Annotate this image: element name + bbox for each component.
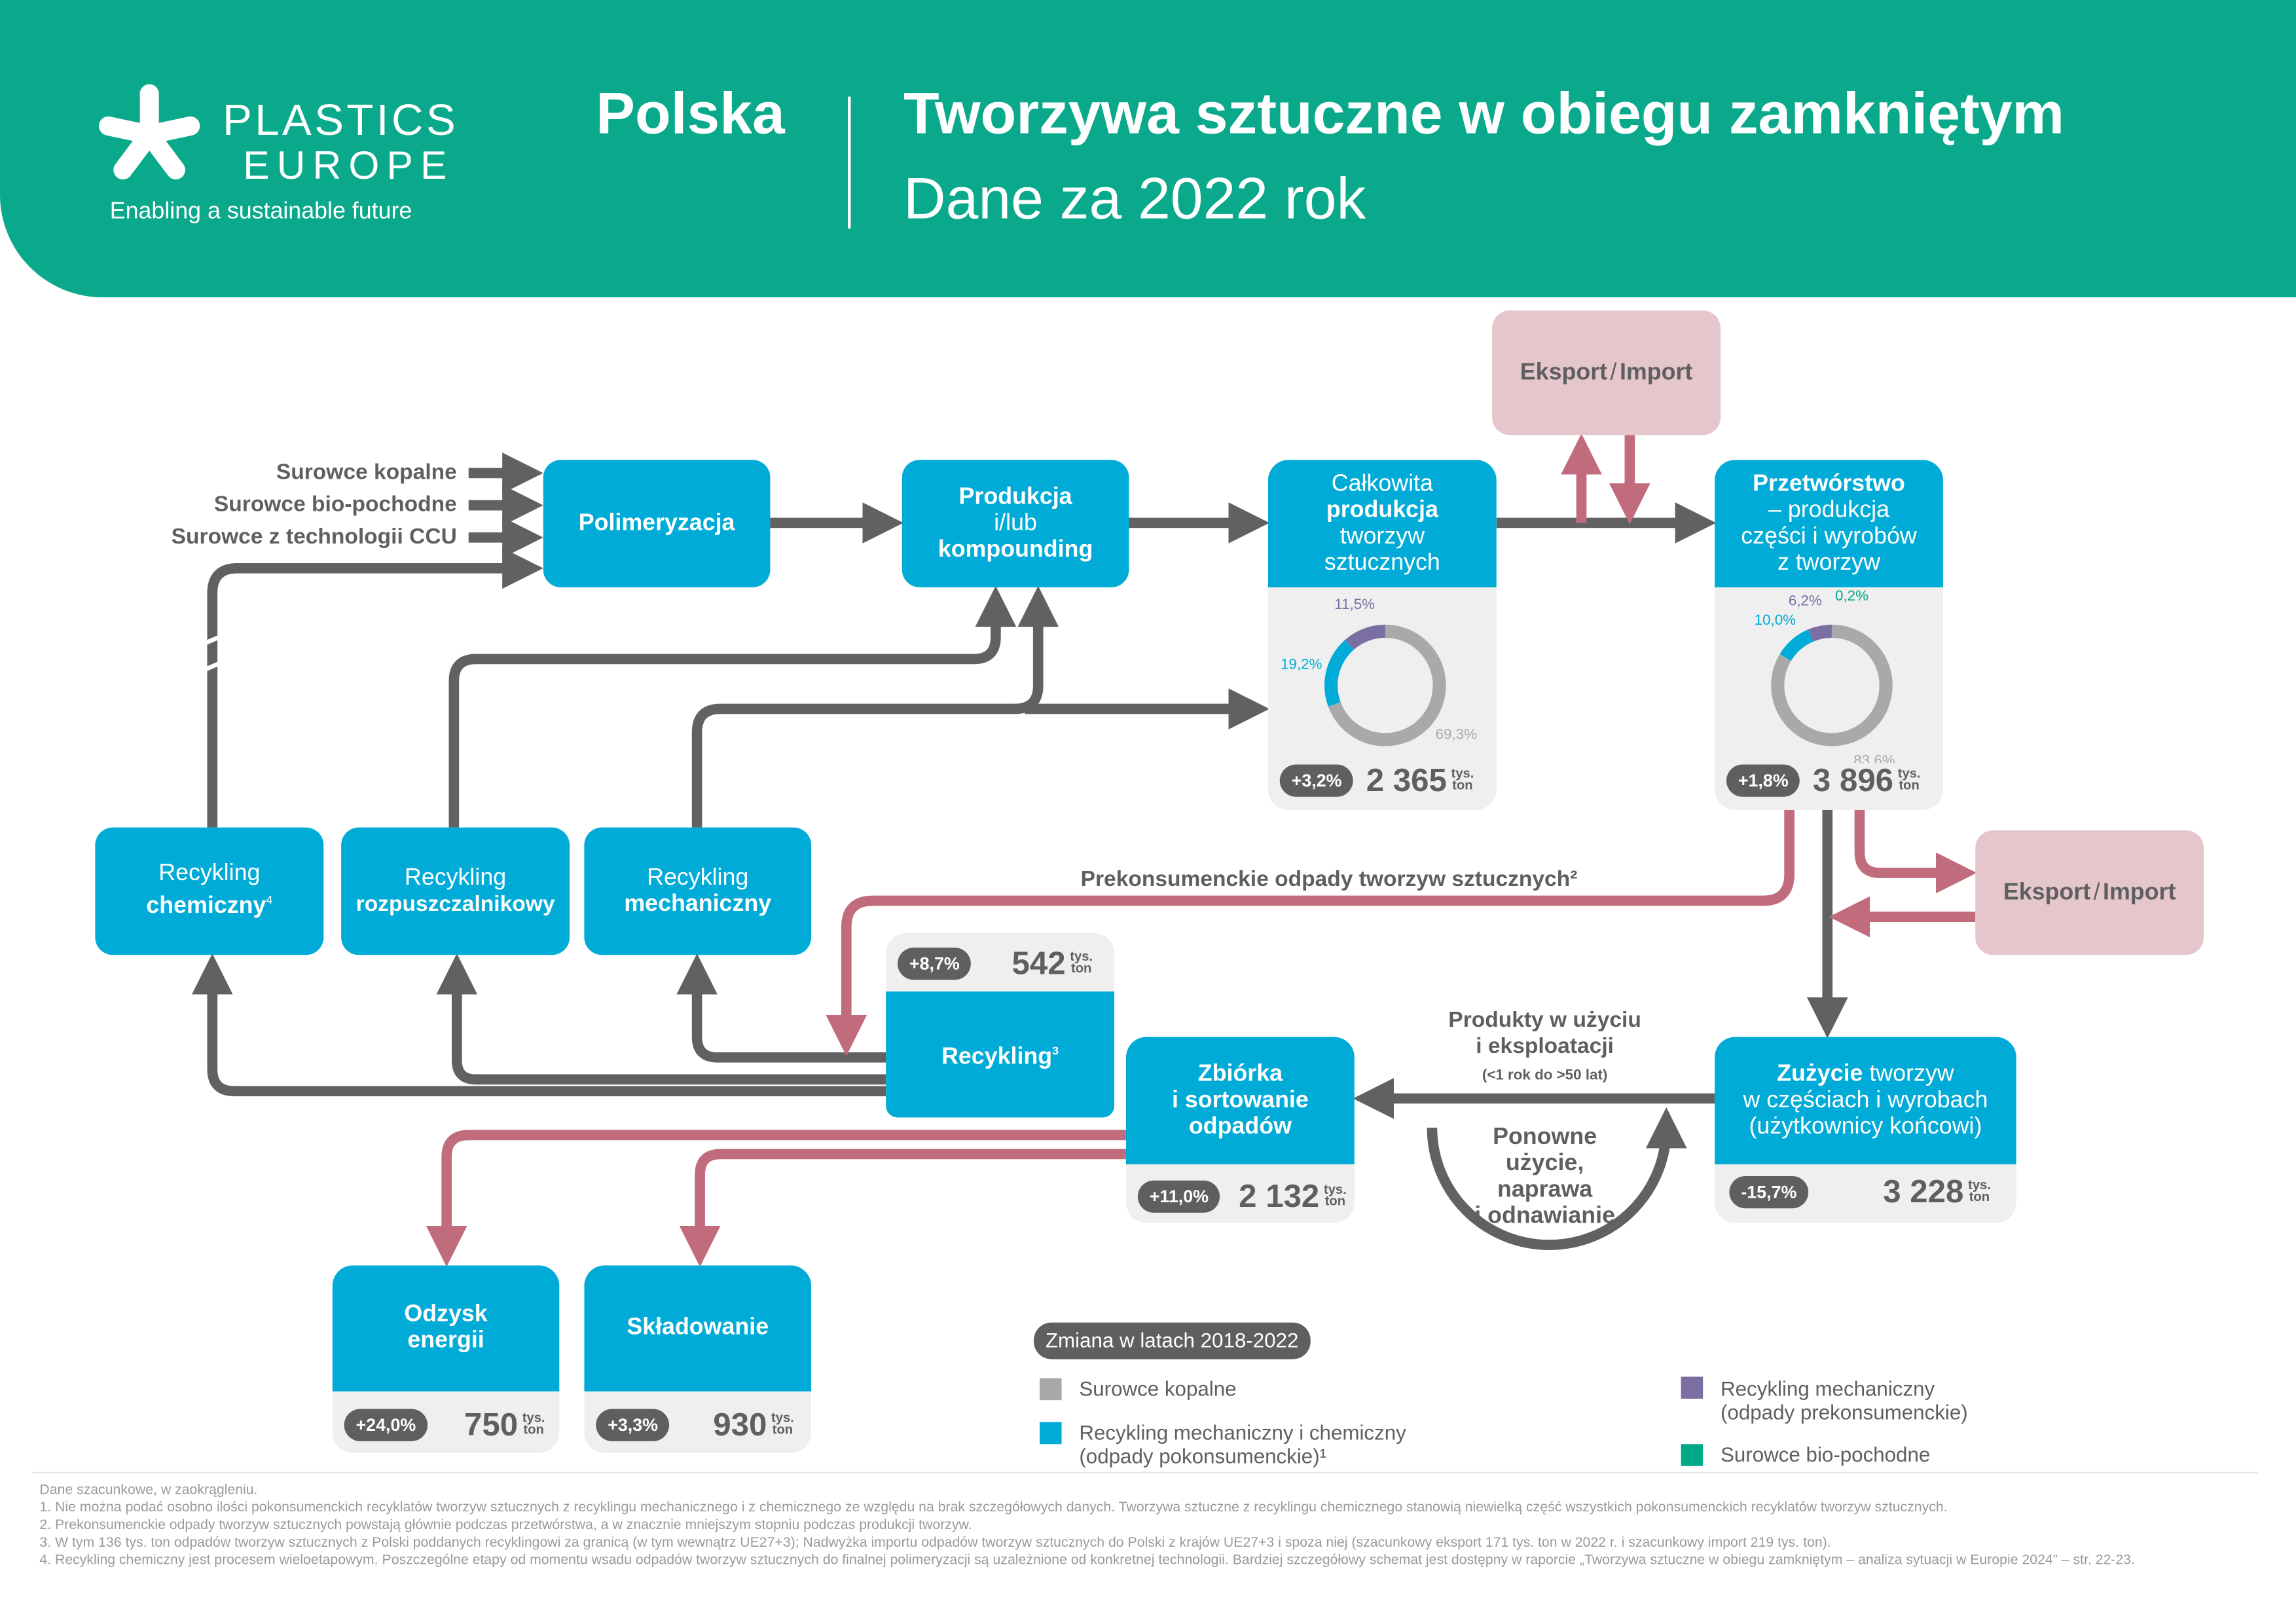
arrow-rozp-to-produkcja — [448, 585, 1017, 828]
country: Polska — [596, 82, 785, 147]
footnote-4: 4. Recykling chemiczny jest procesem wie… — [39, 1552, 2135, 1569]
plastics-europe-logo-icon — [98, 84, 200, 179]
footnote-intro: Dane szacunkowe, w zaokrągleniu. — [39, 1482, 258, 1499]
change-badge: +3,2% — [1279, 764, 1354, 797]
change-badge: +8,7% — [898, 948, 972, 980]
legend-label-bio: Surowce bio-pochodne — [1721, 1443, 1931, 1466]
input-surowce-kopalne: Surowce kopalne — [276, 460, 457, 485]
arrow-chem-to-polimer — [207, 547, 543, 828]
calkowita-l4: sztucznych — [1324, 549, 1440, 575]
legend-swatch-kopalne — [1039, 1378, 1062, 1401]
change-badge: +3,3% — [596, 1409, 670, 1441]
arrow-recykling-to-chem — [191, 953, 886, 1097]
produkcja-l3: kompounding — [938, 536, 1093, 562]
arrow-reuse-loop — [1427, 1122, 1672, 1250]
przetworstwo-l2: – produkcja — [1768, 497, 1890, 523]
donut-label: 69,3% — [1436, 726, 1478, 743]
produkcja-l1: Produkcja — [958, 484, 1072, 509]
donut-slice — [1324, 624, 1446, 747]
footnote-2: 2. Prekonsumenckie odpady tworzyw sztucz… — [39, 1517, 972, 1534]
przetworstwo-l1: Przetwórstwo — [1753, 471, 1905, 496]
footnotes: Dane szacunkowe, w zaokrągleniu. 1. Nie … — [39, 1482, 2257, 1570]
arrow-recykling-to-rozp — [436, 953, 886, 1085]
donut-label: 0,2% — [1835, 587, 1868, 604]
donut-slice — [1324, 624, 1446, 747]
legend-label-prekonsumenckie: Recykling mechaniczny(odpady prekonsumen… — [1721, 1376, 1968, 1424]
arrow-prekonsumenckie — [826, 809, 1795, 1056]
input-surowce-ccu: Surowce z technologii CCU — [171, 524, 457, 549]
donut-label: 6,2% — [1789, 592, 1822, 608]
przetworstwo-l4: z tworzyw — [1777, 549, 1881, 575]
footer-divider — [32, 1471, 2258, 1474]
footnote-3: 3. W tym 136 tys. ton odpadów tworzyw sz… — [39, 1534, 1831, 1551]
donut-label: 10,0% — [1755, 612, 1796, 628]
page-subtitle: Dane za 2022 rok — [903, 166, 1366, 232]
brand-line1: PLASTICS — [222, 96, 459, 145]
label-prekonsumenckie: Prekonsumenckie odpady tworzyw sztucznyc… — [1080, 867, 1578, 893]
legend-title: Zmiana w latach 2018-2022 — [1034, 1322, 1311, 1359]
calkowita-l2: produkcja — [1326, 497, 1438, 523]
change-badge: +1,8% — [1726, 764, 1800, 797]
calkowita-l3: tworzyw — [1339, 523, 1425, 549]
node-eksport-import-right: Eksport/Import — [1975, 830, 2204, 955]
legend-label-pokonsumenckie: Recykling mechaniczny i chemiczny(odpady… — [1079, 1420, 1406, 1468]
page-title: Tworzywa sztuczne w obiegu zamkniętym — [903, 82, 2065, 147]
node-polimeryzacja: Polimeryzacja — [543, 460, 771, 587]
arrow-export-right — [1854, 809, 1977, 894]
donut-przetworstwo: 83,6% 10,0% 6,2% 0,2% — [1755, 587, 1895, 763]
donut-label: 11,5% — [1334, 596, 1375, 612]
arrow-zbiorka-to-skladowanie — [679, 1149, 1126, 1267]
calkowita-l1: Całkowita — [1331, 471, 1433, 496]
donut-slice — [1771, 624, 1893, 747]
change-badge: -15,7% — [1729, 1175, 1809, 1209]
arrow-mech-to-produkcja — [691, 585, 1059, 828]
legend-swatch-pokonsumenckie — [1039, 1422, 1062, 1445]
footnote-1: 1. Nie można podać osobno ilości pokonsu… — [39, 1500, 1948, 1516]
change-badge: +11,0% — [1137, 1180, 1220, 1213]
przetworstwo-l3: części i wyrobów — [1741, 523, 1917, 549]
change-badge: +24,0% — [344, 1409, 428, 1441]
donut-label: 19,2% — [1281, 655, 1322, 672]
legend-swatch-prekonsumenckie — [1681, 1376, 1704, 1399]
produkcja-l2: i/lub — [994, 510, 1037, 536]
donut-label: 83,6% — [1853, 752, 1895, 763]
arrow-recykling-to-mech — [676, 953, 886, 1063]
legend-label-kopalne: Surowce kopalne — [1079, 1376, 1237, 1401]
brand-line2: EUROPE — [243, 143, 454, 188]
tagline: Enabling a sustainable future — [109, 199, 412, 225]
legend-swatch-bio — [1681, 1444, 1704, 1466]
node-eksport-import-top: Eksport/Import — [1492, 310, 1721, 435]
arrow-zbiorka-to-odzysk — [426, 1130, 1126, 1267]
header-band — [0, 0, 2296, 298]
header-divider — [847, 96, 851, 229]
input-surowce-bio: Surowce bio-pochodne — [213, 492, 457, 517]
donut-calkowita: 69,3% 19,2% 11,5% — [1281, 596, 1478, 747]
